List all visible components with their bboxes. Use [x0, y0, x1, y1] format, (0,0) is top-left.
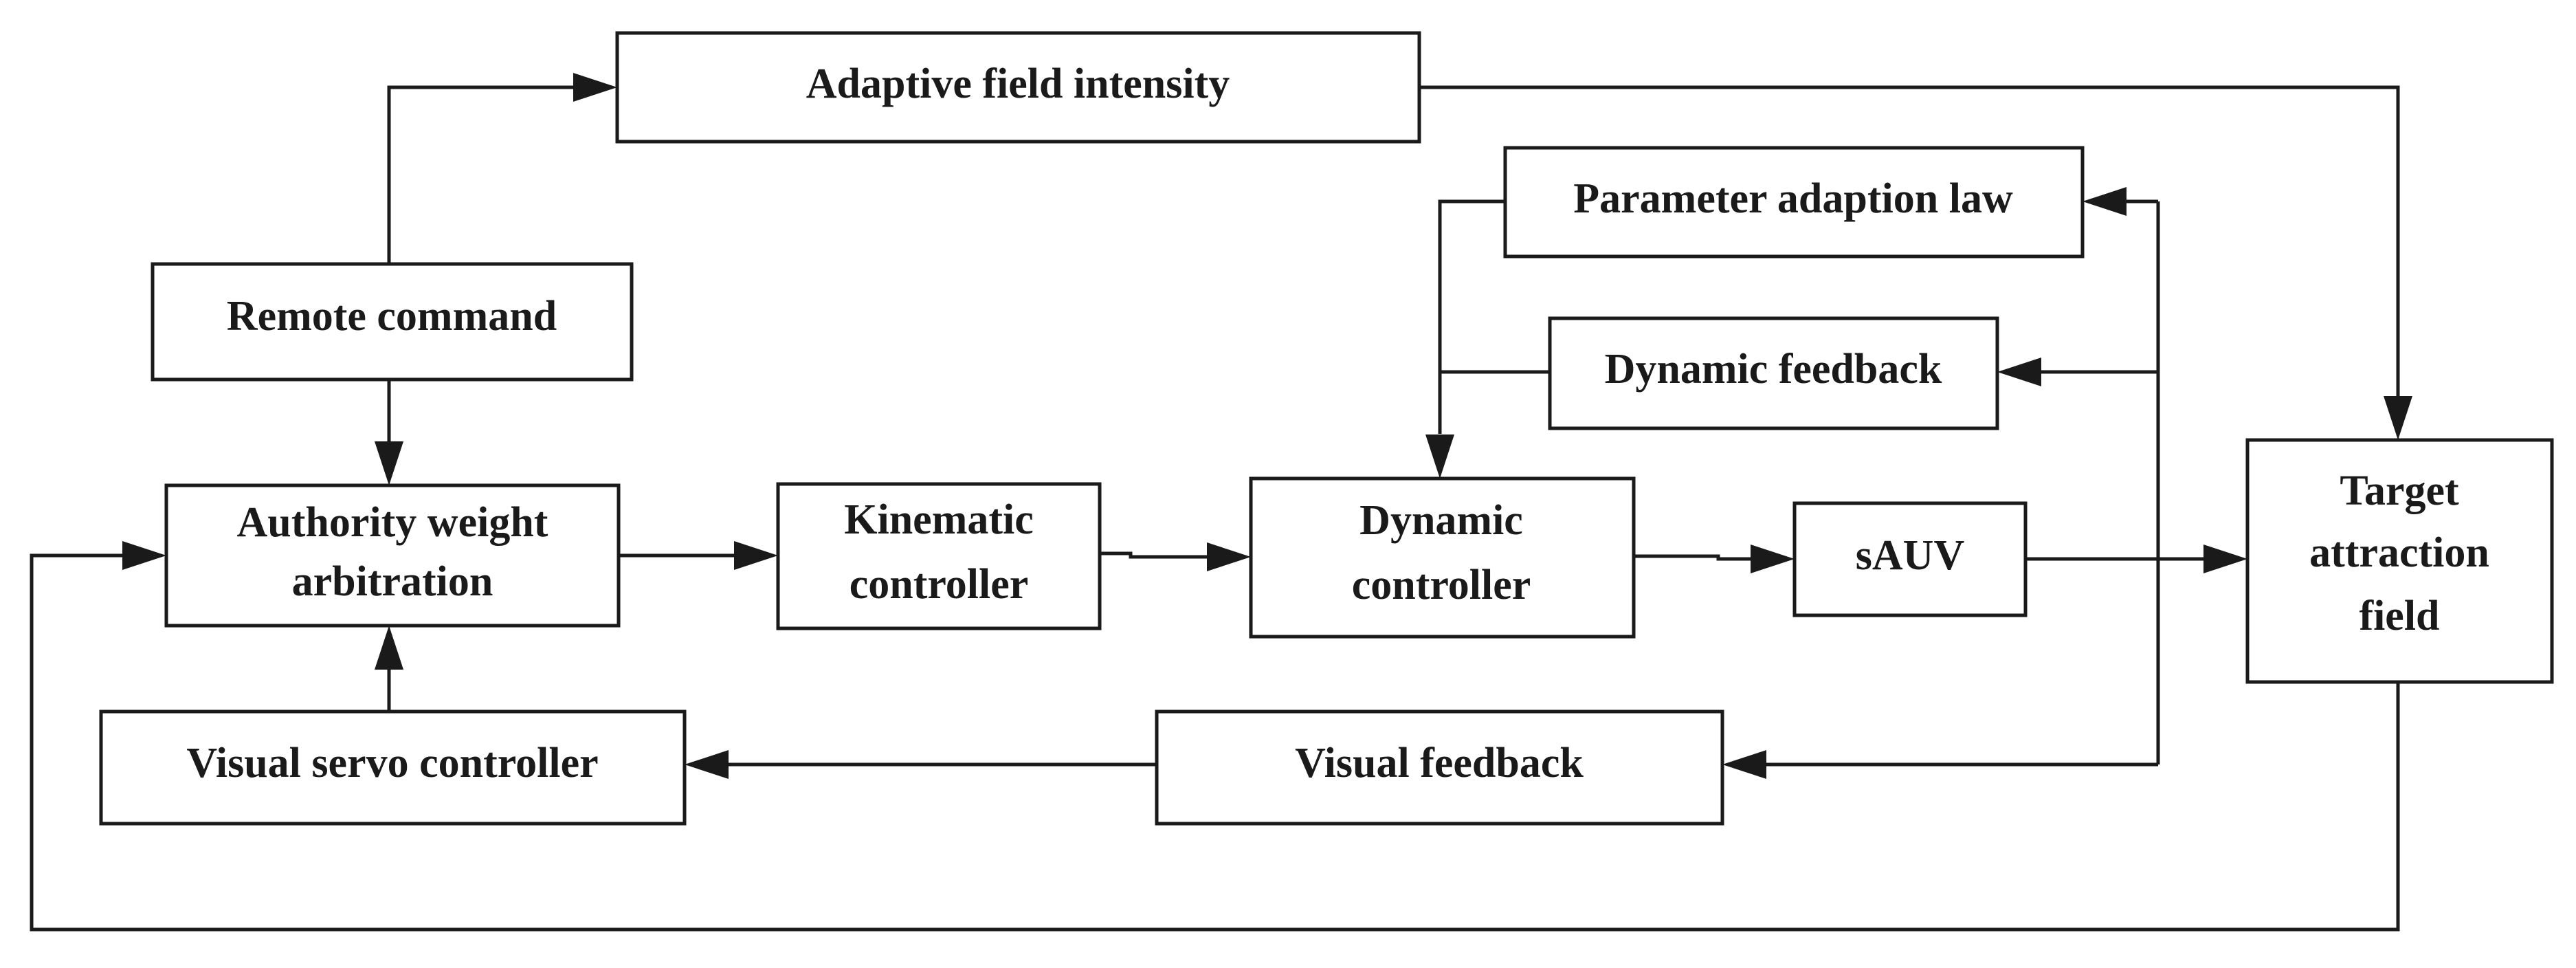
- authority-weight-arbitration-label-line1: Authority weight: [237, 499, 548, 546]
- remote-command-label: Remote command: [227, 293, 557, 340]
- arrowhead-into-authority-top: [375, 441, 403, 485]
- dynamic-controller-label-line1: Dynamic: [1359, 497, 1523, 544]
- adaptive-field-intensity-label: Adaptive field intensity: [806, 60, 1230, 107]
- arrowhead-into-authority-bottom: [375, 626, 403, 670]
- authority-weight-arbitration-block: Authority weight arbitration: [164, 483, 621, 628]
- visual-feedback-block: Visual feedback: [1155, 710, 1724, 826]
- kinematic-controller-block: Kinematic controller: [776, 482, 1102, 630]
- sauv-block: sAUV: [1792, 501, 2028, 617]
- target-attraction-field-label-line1: Target: [2340, 468, 2459, 514]
- wire-adaptive-to-target: [1419, 85, 2400, 412]
- adaptive-field-intensity-block: Adaptive field intensity: [615, 31, 1421, 144]
- connections: [30, 85, 2400, 932]
- dynamic-feedback-block: Dynamic feedback: [1548, 316, 1999, 430]
- arrowheads: [122, 73, 2412, 779]
- arrowhead-into-servo: [685, 750, 729, 779]
- wire-dynamic-to-sauv: [1634, 554, 1753, 561]
- arrowhead-into-visualfeedback: [1722, 750, 1766, 779]
- remote-command-block: Remote command: [151, 262, 634, 382]
- dynamic-controller-block: Dynamic controller: [1249, 476, 1636, 639]
- arrowhead-into-authority-left: [122, 541, 166, 570]
- visual-servo-controller-label: Visual servo controller: [186, 740, 598, 786]
- target-attraction-field-label-line2: attraction: [2309, 529, 2489, 576]
- visual-servo-controller-block: Visual servo controller: [99, 710, 687, 826]
- arrowhead-into-parameter: [2083, 187, 2127, 216]
- arrowhead-into-dynamic-controller: [1207, 542, 1251, 571]
- arrowhead-into-adaptive: [573, 73, 617, 102]
- parameter-adaption-law-block: Parameter adaption law: [1503, 146, 2085, 258]
- arrowhead-into-dynamic-top: [1425, 434, 1454, 478]
- wire-remote-to-adaptive: [387, 85, 576, 264]
- authority-weight-arbitration-label-line2: arbitration: [292, 558, 493, 605]
- target-attraction-field-block: Target attraction field: [2245, 438, 2554, 684]
- dynamic-feedback-label: Dynamic feedback: [1605, 346, 1942, 393]
- dynamic-controller-label-line2: controller: [1352, 562, 1531, 608]
- kinematic-controller-label-line1: Kinematic: [844, 496, 1034, 543]
- wire-target-to-authority-loop: [30, 553, 2400, 932]
- wire-kinematic-to-dynamic: [1100, 551, 1211, 559]
- arrowhead-into-kinematic: [734, 541, 778, 570]
- arrowhead-into-sauv: [1751, 544, 1795, 573]
- arrowhead-into-dynfeedback: [1997, 358, 2041, 386]
- wire-parameter-to-dynamic: [1438, 199, 1505, 434]
- visual-feedback-label: Visual feedback: [1295, 740, 1584, 786]
- kinematic-controller-label-line2: controller: [850, 561, 1029, 608]
- arrowhead-into-target-top: [2384, 396, 2412, 440]
- target-attraction-field-label-line3: field: [2359, 593, 2439, 639]
- sauv-label: sAUV: [1856, 532, 1965, 579]
- arrowhead-into-target-left: [2203, 544, 2247, 573]
- parameter-adaption-law-label: Parameter adaption law: [1573, 175, 2013, 222]
